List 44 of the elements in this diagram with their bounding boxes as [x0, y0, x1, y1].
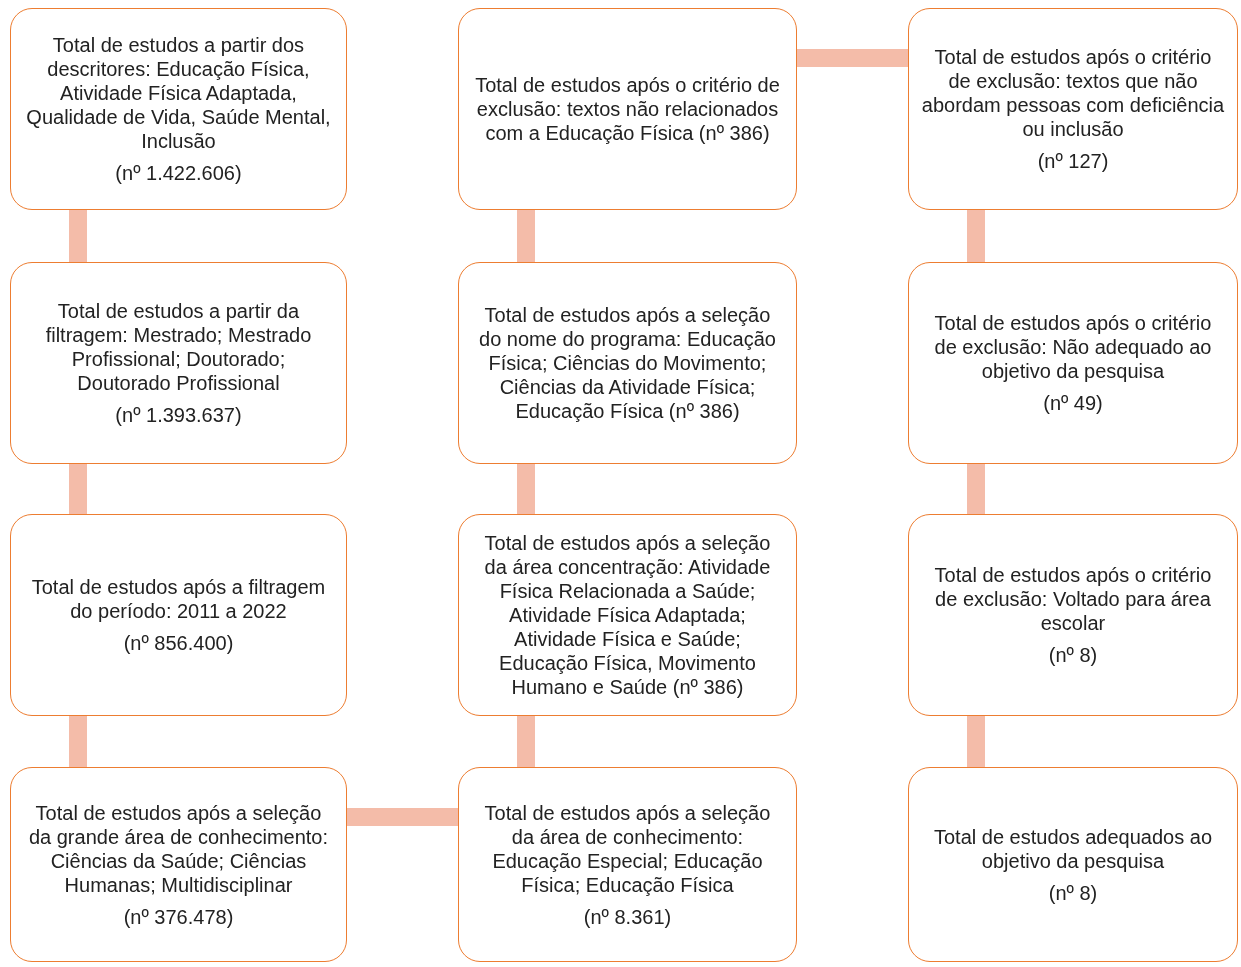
process-box — [10, 514, 347, 716]
study-count: (nº 127) — [1037, 149, 1109, 173]
connector-bar — [517, 716, 535, 767]
step-description: Total de estudos após a seleção da área de conhecimento: Educação Especial; Educação Física; Educação Física — [483, 800, 772, 897]
study-count: (nº 1.422.606) — [115, 161, 242, 185]
step-description: Total de estudos após a seleção da área concentração: Atividade Física Relacionada a Saúde; Atividade Física Adaptada; Atividade Física e Saúde; Educação Física, Movimento Humano e Saúde (nº 386) — [483, 531, 772, 699]
study-count: (nº 856.400) — [123, 631, 234, 655]
connector-bar — [69, 464, 87, 514]
step-description: Total de estudos após a filtragem do período: 2011 a 2022 — [30, 575, 327, 623]
step-description: Total de estudos adequados ao objetivo da pesquisa — [933, 824, 1213, 873]
step-description: Total de estudos após a seleção do nome do programa: Educação Física; Ciências do Movimento; Ciências da Atividade Física; Educação Física (nº 386) — [478, 303, 777, 423]
connector-bar — [69, 716, 87, 767]
study-count: (nº 49) — [1043, 391, 1103, 415]
step-description: Total de estudos após o critério de exclusão: Voltado para área escolar — [933, 563, 1213, 635]
process-box — [10, 767, 347, 962]
process-box — [458, 767, 797, 962]
process-box — [908, 262, 1238, 464]
connector-bar — [517, 464, 535, 514]
process-box — [908, 767, 1238, 962]
connector-bar — [967, 464, 985, 514]
process-box — [10, 8, 347, 210]
study-count: (nº 8.361) — [583, 904, 672, 929]
process-box — [458, 8, 797, 210]
process-box — [458, 262, 797, 464]
process-box — [10, 262, 347, 464]
connector-bar — [517, 210, 535, 262]
step-description: Total de estudos após a seleção da grande área de conhecimento: Ciências da Saúde; Ciências Humanas; Multidisciplinar — [27, 800, 330, 897]
step-description: Total de estudos após o critério de exclusão: Não adequado ao objetivo da pesquisa — [933, 311, 1213, 383]
process-box — [908, 8, 1238, 210]
process-box — [458, 514, 797, 716]
step-description: Total de estudos a partir dos descritores: Educação Física, Atividade Física Adaptada, Qualidade de Vida, Saúde Mental, Inclusão — [25, 33, 332, 153]
connector-bar — [967, 716, 985, 767]
study-count: (nº 8) — [1048, 643, 1098, 667]
connector-bar — [347, 808, 458, 826]
connector-bar — [797, 49, 908, 67]
connector-bar — [69, 210, 87, 262]
study-count: (nº 376.478) — [123, 904, 234, 929]
study-count: (nº 1.393.637) — [115, 403, 242, 427]
study-count: (nº 8) — [1048, 880, 1098, 905]
process-box — [908, 514, 1238, 716]
step-description: Total de estudos após o critério de exclusão: textos que não abordam pessoas com deficiência ou inclusão — [921, 45, 1225, 141]
step-description: Total de estudos após o critério de exclusão: textos não relacionados com a Educação Física (nº 386) — [474, 73, 781, 145]
connector-bar — [967, 210, 985, 262]
step-description: Total de estudos a partir da filtragem: Mestrado; Mestrado Profissional; Doutorado; Doutorado Profissional — [44, 299, 313, 395]
